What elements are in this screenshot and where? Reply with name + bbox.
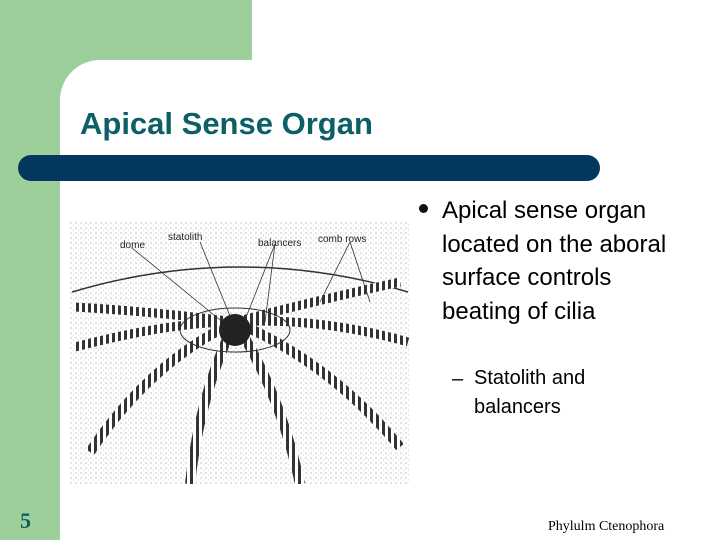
label-comb-rows: comb rows xyxy=(318,234,366,245)
slide-title: Apical Sense Organ xyxy=(80,106,373,141)
label-statolith: statolith xyxy=(168,232,202,243)
bullet-icon xyxy=(419,204,428,213)
green-side-strip xyxy=(0,0,60,540)
slide-number: 5 xyxy=(20,508,31,533)
sub-bullet-text: Statolith and balancers xyxy=(474,367,586,418)
apical-sense-organ-diagram: dome statolith balancers comb rows xyxy=(70,222,410,484)
label-dome: dome xyxy=(120,240,145,251)
dome-ring xyxy=(179,307,291,353)
title-underline-bar xyxy=(18,155,600,181)
leader-lines xyxy=(131,241,371,323)
slide-footer: Phylulm Ctenophora xyxy=(548,519,665,534)
bullet-text: Apical sense organ located on the aboral… xyxy=(442,197,667,325)
body-texture xyxy=(70,222,410,484)
dome-outline xyxy=(71,266,409,293)
statolith-mass xyxy=(219,314,251,346)
label-balancers: balancers xyxy=(258,238,301,249)
sub-bullet-dash: – xyxy=(452,368,464,390)
